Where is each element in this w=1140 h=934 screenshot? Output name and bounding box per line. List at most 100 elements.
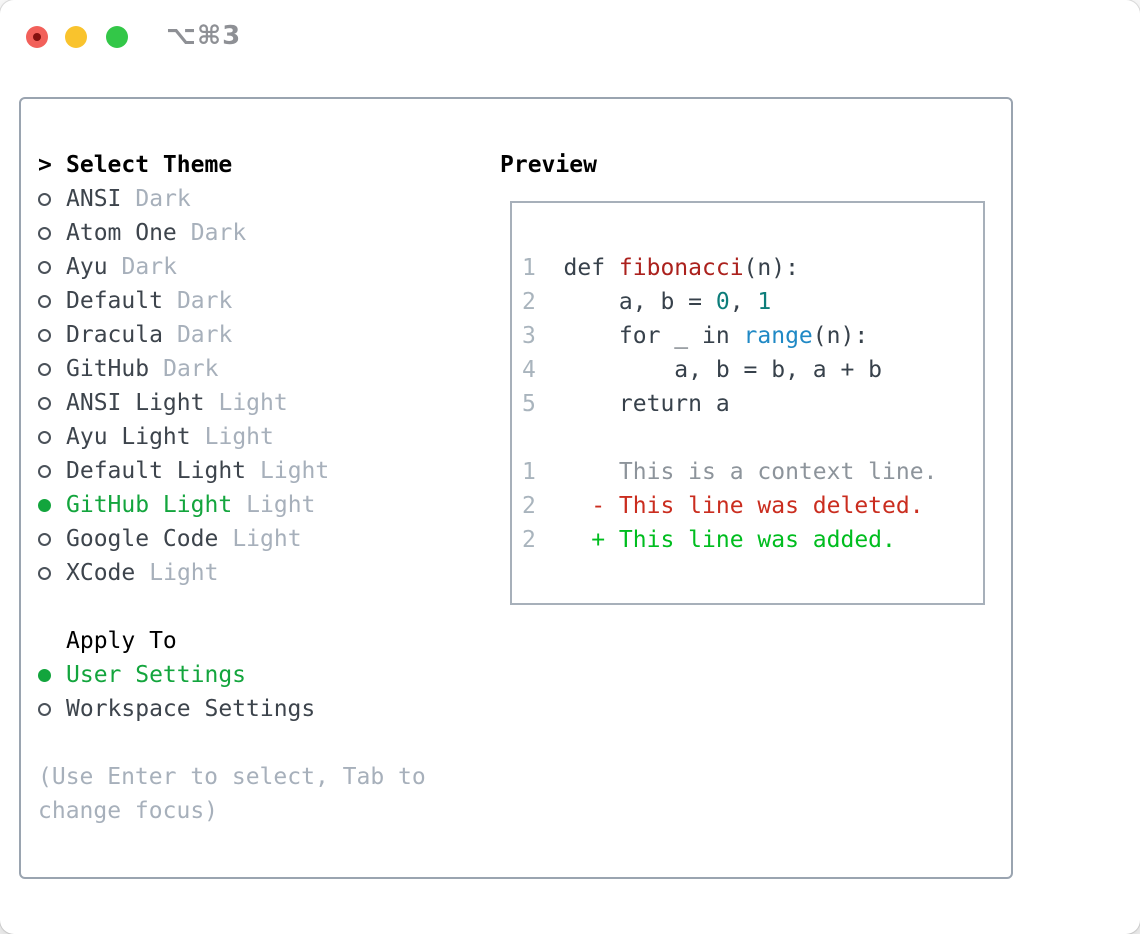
- hint-line: (Use Enter to select, Tab to: [38, 764, 426, 790]
- option-label: ANSI: [66, 186, 122, 212]
- code-line: 5 return a: [522, 387, 983, 421]
- radio-icon: [38, 362, 51, 376]
- option-variant-label: Light: [246, 492, 316, 518]
- close-icon: [33, 33, 41, 41]
- apply-to-header: Apply To: [38, 624, 426, 658]
- line-number: 1: [522, 459, 536, 485]
- code-line: 3 for _ in range(n):: [522, 319, 983, 353]
- option-label: User Settings: [66, 662, 247, 688]
- code-line: 2 + This line was added.: [522, 523, 983, 557]
- line-number: 2: [522, 289, 536, 315]
- option-label: Workspace Settings: [66, 696, 316, 722]
- option-label: Ayu Light: [66, 424, 191, 450]
- hint-text: (Use Enter to select, Tab to change focus…: [38, 760, 426, 828]
- radio-icon: [38, 192, 51, 206]
- focus-caret: >: [38, 152, 52, 178]
- spacer: [38, 726, 426, 760]
- title-bar: ⌥⌘3: [0, 0, 1140, 70]
- code-segment: for _ in: [563, 323, 744, 349]
- theme-option-default-light[interactable]: Default Light Light: [38, 454, 426, 488]
- apply-option-workspace-settings[interactable]: Workspace Settings: [38, 692, 426, 726]
- code-segment: (n):: [743, 255, 799, 281]
- line-number: [522, 421, 564, 455]
- line-number: 5: [522, 391, 536, 417]
- radio-icon: [38, 328, 51, 342]
- option-variant-label: Dark: [163, 356, 219, 382]
- option-label: GitHub: [66, 356, 150, 382]
- theme-option-ayu[interactable]: Ayu Dark: [38, 250, 426, 284]
- close-button[interactable]: [26, 26, 48, 48]
- select-theme-label: Select Theme: [66, 152, 233, 178]
- code-segment: a, b =: [563, 289, 716, 315]
- option-variant-label: Dark: [176, 288, 233, 314]
- code-segment: def: [563, 255, 619, 281]
- theme-option-xcode[interactable]: XCode Light: [38, 556, 426, 590]
- code-segment: 1: [757, 289, 772, 315]
- option-label: XCode: [66, 560, 136, 586]
- code-segment: a, b = b, a + b: [563, 357, 883, 383]
- apply-option-user-settings[interactable]: User Settings: [38, 658, 426, 692]
- option-label: ANSI Light: [66, 390, 205, 416]
- radio-icon: [38, 430, 51, 444]
- theme-option-google-code[interactable]: Google Code Light: [38, 522, 426, 556]
- option-label: Ayu: [66, 254, 108, 280]
- option-variant-label: Light: [260, 458, 330, 484]
- code-line: 2 a, b = 0, 1: [522, 285, 983, 319]
- code-segment: This is a context line.: [563, 459, 938, 485]
- radio-icon: [38, 396, 51, 410]
- radio-icon: [38, 260, 51, 274]
- code-line: 1 def fibonacci(n):: [522, 251, 983, 285]
- option-variant-label: Dark: [190, 220, 247, 246]
- option-label: Dracula: [66, 322, 163, 348]
- theme-option-ansi[interactable]: ANSI Dark: [38, 182, 426, 216]
- code-segment: fibonacci: [618, 255, 744, 281]
- theme-option-github[interactable]: GitHub Dark: [38, 352, 426, 386]
- code-line: [522, 421, 983, 455]
- option-label: Default Light: [66, 458, 247, 484]
- code-line: 2 - This line was deleted.: [522, 489, 983, 523]
- minimize-button[interactable]: [65, 26, 87, 48]
- line-number: 1: [522, 255, 536, 281]
- radio-selected-icon: [38, 498, 51, 512]
- spacer: [38, 590, 426, 624]
- zoom-button[interactable]: [106, 26, 128, 48]
- code-line: 4 a, b = b, a + b: [522, 353, 983, 387]
- option-variant-label: Light: [149, 560, 219, 586]
- code-line: 1 This is a context line.: [522, 455, 983, 489]
- option-variant-label: Light: [232, 526, 302, 552]
- radio-icon: [38, 464, 51, 478]
- radio-icon: [38, 566, 51, 580]
- radio-selected-icon: [38, 668, 51, 682]
- code-segment: - This line was deleted.: [563, 493, 924, 519]
- line-number: 2: [522, 493, 536, 519]
- code-segment: (n):: [812, 323, 869, 349]
- option-variant-label: Dark: [135, 186, 191, 212]
- line-number: 4: [522, 357, 536, 383]
- code-segment: ,: [729, 289, 758, 315]
- code-segment: range: [743, 323, 813, 349]
- line-number: 2: [522, 527, 536, 553]
- radio-icon: [38, 702, 51, 716]
- window-title: ⌥⌘3: [166, 21, 242, 51]
- code-segment: + This line was added.: [563, 527, 896, 553]
- theme-option-github-light[interactable]: GitHub Light Light: [38, 488, 426, 522]
- apply-to-label: Apply To: [66, 628, 177, 654]
- option-label: Google Code: [66, 526, 219, 552]
- option-variant-label: Dark: [121, 254, 177, 280]
- radio-icon: [38, 532, 51, 546]
- hint-line: change focus): [38, 798, 219, 824]
- radio-icon: [38, 294, 51, 308]
- option-label: GitHub Light: [66, 492, 233, 518]
- select-theme-header: > Select Theme: [38, 148, 426, 182]
